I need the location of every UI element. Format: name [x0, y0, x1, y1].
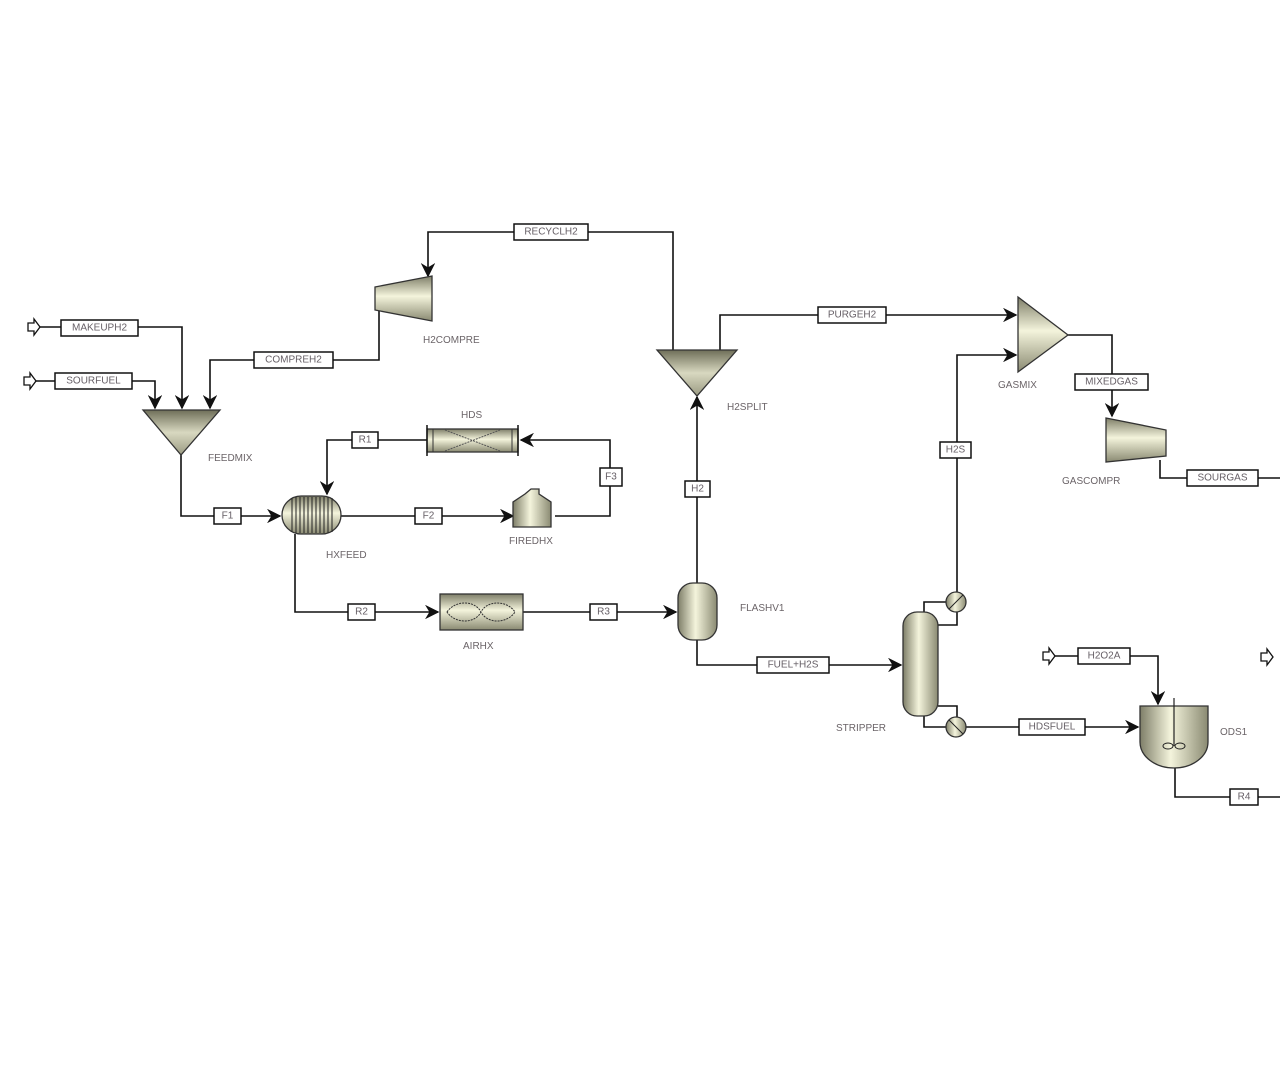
- stream-tag-hdsfuel[interactable]: HDSFUEL: [1018, 718, 1086, 736]
- block-label: HDS: [461, 410, 482, 421]
- plug-flow-reactor-icon: [426, 428, 519, 453]
- feed-arrow-icon[interactable]: [1042, 646, 1056, 666]
- stream-r2-line[interactable]: [294, 534, 440, 620]
- stream-f1-line[interactable]: [180, 455, 282, 524]
- block-label: H2SPLIT: [727, 402, 768, 413]
- svg-text:SOURGAS: SOURGAS: [1197, 473, 1247, 484]
- stream-tag-sourfuel[interactable]: SOURFUEL: [54, 372, 133, 390]
- stream-tag-f2[interactable]: F2: [414, 507, 443, 525]
- block-airhx[interactable]: AIRHX: [439, 593, 524, 652]
- stream-r4-line[interactable]: [1174, 768, 1280, 798]
- block-label: H2COMPRE: [423, 335, 480, 346]
- feed-arrow-icon[interactable]: [1260, 647, 1274, 667]
- svg-text:F1: F1: [222, 511, 234, 522]
- air-cooler-icon: [439, 593, 524, 631]
- splitter-icon: [655, 349, 739, 397]
- distillation-column-icon: [902, 611, 939, 717]
- block-label: GASCOMPR: [1062, 476, 1120, 487]
- block-label: GASMIX: [998, 380, 1037, 391]
- reboiler-inlet-line: [938, 705, 958, 717]
- stream-tag-h2o2a[interactable]: H2O2A: [1077, 647, 1131, 665]
- block-gascompr[interactable]: GASCOMPR: [1062, 417, 1167, 487]
- stream-tag-r2[interactable]: R2: [347, 603, 376, 621]
- stream-tag-mixedgas[interactable]: MIXEDGAS: [1074, 373, 1149, 391]
- block-ods1[interactable]: ODS1: [1139, 698, 1248, 769]
- block-feedmix[interactable]: FEEDMIX: [141, 409, 253, 464]
- svg-text:H2S: H2S: [946, 445, 966, 456]
- block-stripper[interactable]: STRIPPER: [836, 591, 967, 738]
- svg-text:COMPREH2: COMPREH2: [265, 355, 322, 366]
- svg-text:H2: H2: [691, 484, 704, 495]
- stream-tag-h2[interactable]: H2: [684, 480, 711, 498]
- reboiler-return-line: [923, 716, 946, 728]
- mixer-icon: [1017, 295, 1070, 374]
- stream-tag-r3[interactable]: R3: [589, 603, 618, 621]
- stream-fuel-h2s-line[interactable]: [696, 640, 903, 673]
- stream-tag-h2s[interactable]: H2S: [939, 441, 972, 459]
- block-h2split[interactable]: H2SPLIT: [655, 349, 768, 413]
- stream-tags: MAKEUPH2 SOURFUEL COMPREH2 RECYCLH2 F1 F…: [54, 223, 1259, 806]
- svg-text:R1: R1: [359, 435, 372, 446]
- block-h2compre[interactable]: H2COMPRE: [374, 275, 480, 346]
- feed-arrows: [23, 317, 1274, 667]
- feed-arrow-icon[interactable]: [27, 317, 41, 337]
- stream-recyclh2-line[interactable]: [420, 231, 674, 350]
- svg-text:F2: F2: [423, 511, 435, 522]
- stream-tag-fuel-h2s[interactable]: FUEL+H2S: [756, 656, 830, 674]
- svg-text:MIXEDGAS: MIXEDGAS: [1085, 377, 1138, 388]
- stream-makeuph2-line[interactable]: [40, 326, 190, 410]
- svg-text:F3: F3: [605, 472, 617, 483]
- stream-tag-f3[interactable]: F3: [599, 467, 623, 487]
- svg-text:SOURFUEL: SOURFUEL: [66, 376, 121, 387]
- block-label: HXFEED: [326, 550, 367, 561]
- condenser-reflux-line: [938, 612, 958, 626]
- stream-tag-f1[interactable]: F1: [213, 507, 242, 525]
- block-label: STRIPPER: [836, 723, 886, 734]
- block-gasmix[interactable]: GASMIX: [998, 295, 1070, 391]
- block-label: FEEDMIX: [208, 453, 253, 464]
- block-label: FIREDHX: [509, 536, 553, 547]
- svg-text:RECYCLH2: RECYCLH2: [524, 227, 578, 238]
- stream-purgeh2-line[interactable]: [719, 307, 1018, 350]
- block-hds[interactable]: HDS: [426, 410, 519, 456]
- block-hxfeed[interactable]: HXFEED: [281, 495, 367, 561]
- stream-tag-compreh2[interactable]: COMPREH2: [253, 351, 334, 369]
- block-firedhx[interactable]: FIREDHX: [509, 488, 553, 547]
- svg-text:H2O2A: H2O2A: [1088, 651, 1121, 662]
- flash-drum-icon: [677, 582, 718, 641]
- svg-text:R4: R4: [1238, 792, 1251, 803]
- feed-arrow-icon[interactable]: [23, 371, 37, 391]
- svg-text:R2: R2: [355, 607, 368, 618]
- stream-tag-r1[interactable]: R1: [351, 431, 379, 449]
- svg-text:FUEL+H2S: FUEL+H2S: [768, 660, 819, 671]
- compressor-icon: [374, 275, 433, 322]
- block-flashv1[interactable]: FLASHV1: [677, 582, 785, 641]
- compressor-icon: [1105, 417, 1167, 463]
- block-label: ODS1: [1220, 727, 1248, 738]
- stream-tag-r4[interactable]: R4: [1229, 788, 1259, 806]
- svg-text:MAKEUPH2: MAKEUPH2: [72, 323, 127, 334]
- block-label: AIRHX: [463, 641, 494, 652]
- fired-heater-icon: [512, 488, 552, 528]
- stream-tag-recyclh2[interactable]: RECYCLH2: [513, 223, 589, 241]
- svg-text:HDSFUEL: HDSFUEL: [1029, 722, 1076, 733]
- stream-tag-sourgas[interactable]: SOURGAS: [1186, 469, 1259, 487]
- block-label: FLASHV1: [740, 603, 785, 614]
- svg-text:R3: R3: [597, 607, 610, 618]
- stream-tag-purgeh2[interactable]: PURGEH2: [817, 306, 887, 324]
- stream-h2s-line[interactable]: [956, 347, 1018, 592]
- mixer-icon: [141, 409, 222, 456]
- stream-tag-makeuph2[interactable]: MAKEUPH2: [60, 319, 139, 337]
- stream-r1-line[interactable]: [319, 439, 427, 496]
- svg-text:PURGEH2: PURGEH2: [828, 310, 877, 321]
